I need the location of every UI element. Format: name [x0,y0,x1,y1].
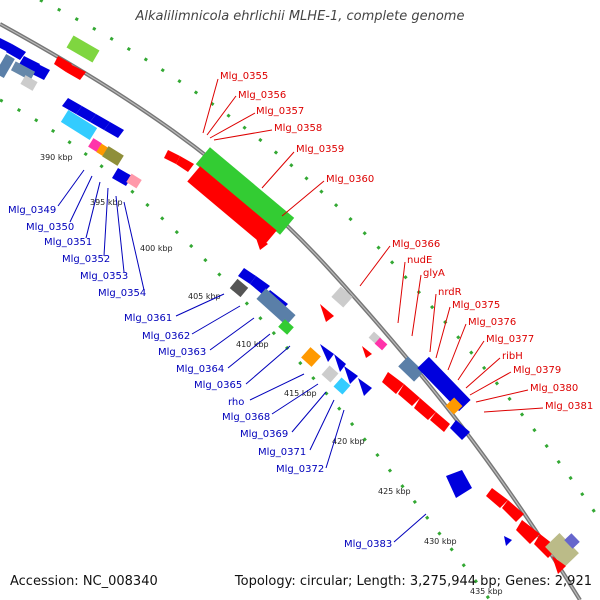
gene-label-forward[interactable]: Mlg_0377 [486,334,534,345]
gene-label-forward[interactable]: nrdR [438,287,462,298]
gene-label-reverse[interactable]: Mlg_0363 [158,347,206,358]
kbp-tick: 415 kbp [284,389,317,398]
gene-label-forward[interactable]: Mlg_0375 [452,300,500,311]
gene-label-reverse[interactable]: Mlg_0372 [276,464,324,475]
gene-label-forward[interactable]: Mlg_0358 [274,123,322,134]
gene-label-reverse[interactable]: Mlg_0351 [44,237,92,248]
gene-label-forward[interactable]: Mlg_0355 [220,71,268,82]
kbp-tick: 420 kbp [332,437,365,446]
kbp-tick: 410 kbp [236,340,269,349]
gene-label-forward[interactable]: Mlg_0357 [256,106,304,117]
accession-text: Accession: NC_008340 [10,574,158,589]
kbp-tick: 430 kbp [424,537,457,546]
gene-label-reverse[interactable]: Mlg_0365 [194,380,242,391]
gene-label-forward[interactable]: Mlg_0359 [296,144,344,155]
reverse-gene-labels [57,169,427,543]
gene-label-reverse[interactable]: Mlg_0361 [124,313,172,324]
gene-label-forward[interactable]: Mlg_0381 [545,401,593,412]
forward-gene-labels [202,78,544,413]
gene-label-reverse[interactable]: Mlg_0349 [8,205,56,216]
gene-label-forward[interactable]: Mlg_0366 [392,239,440,250]
kbp-tick: 400 kbp [140,244,173,253]
gene-label-forward[interactable]: nudE [407,255,432,266]
genome-summary-text: Topology: circular; Length: 3,275,944 bp… [234,574,592,589]
kbp-tick: 395 kbp [90,198,123,207]
gene-label-reverse[interactable]: Mlg_0353 [80,271,128,282]
gene-cluster-0375 [382,356,471,440]
gene-label-reverse[interactable]: Mlg_0362 [142,331,190,342]
gene-label-reverse[interactable]: Mlg_0383 [344,539,392,550]
gene-cluster-0360 [164,147,295,250]
gene-cluster-top-left [0,35,100,91]
map-title: Alkalilimnicola ehrlichii MLHE-1, comple… [135,9,465,24]
genome-backbone-highlight [0,23,581,600]
gene-cluster-425 [446,470,580,574]
gene-cluster-390 [60,98,142,189]
gene-label-reverse[interactable]: Mlg_0352 [62,254,110,265]
gene-cluster-0366 [320,286,388,358]
gene-label-reverse[interactable]: Mlg_0368 [222,412,270,423]
gene-label-forward[interactable]: Mlg_0360 [326,174,374,185]
gene-label-forward[interactable]: glyA [423,268,445,279]
gene-label-forward[interactable]: Mlg_0356 [238,90,286,101]
gene-label-reverse[interactable]: Mlg_0369 [240,429,288,440]
kbp-ticks: 390 kbp 395 kbp 400 kbp 405 kbp 410 kbp … [40,153,503,596]
kbp-tick: 405 kbp [188,292,221,301]
kbp-tick: 425 kbp [378,487,411,496]
gene-label-reverse[interactable]: Mlg_0350 [26,222,74,233]
gene-label-forward[interactable]: Mlg_0380 [530,383,578,394]
gene-label-forward[interactable]: ribH [502,351,523,362]
gene-label-forward[interactable]: Mlg_0376 [468,317,516,328]
gene-label-reverse[interactable]: Mlg_0354 [98,288,146,299]
gene-label-reverse[interactable]: rho [228,397,244,408]
kbp-tick: 435 kbp [470,587,503,596]
gene-label-reverse[interactable]: Mlg_0364 [176,364,224,375]
gene-label-forward[interactable]: Mlg_0379 [513,365,561,376]
gene-cluster-415 [301,344,372,396]
gene-cluster-405 [229,268,296,335]
inner-dot-track [0,98,492,600]
gene-label-reverse[interactable]: Mlg_0371 [258,447,306,458]
kbp-tick: 390 kbp [40,153,73,162]
